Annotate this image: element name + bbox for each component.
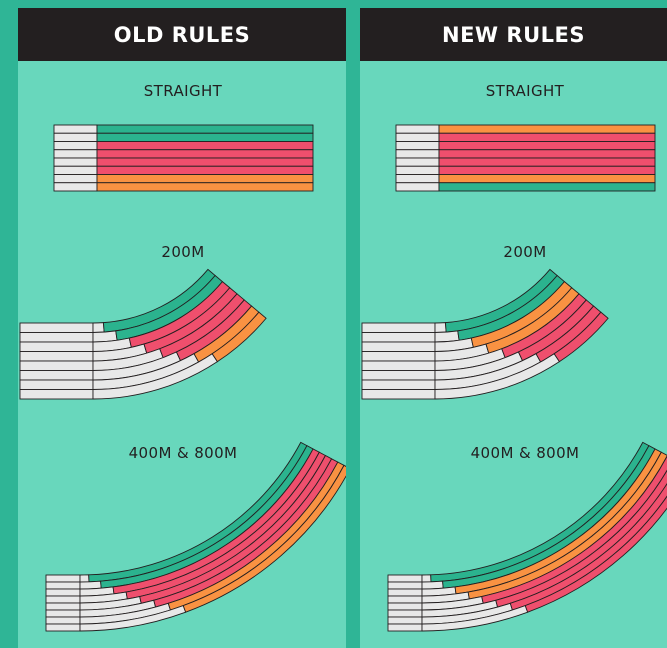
old-rules-title: OLD RULES — [18, 8, 346, 61]
new-rules-title: NEW RULES — [360, 8, 667, 61]
old-400m-800m-start-lane-5 — [45, 602, 81, 611]
old-400m-800m-label: 400M & 800M — [129, 444, 238, 462]
old-straight-start-lane-7 — [53, 174, 98, 184]
old-straight-start-lane-3 — [53, 141, 98, 151]
old-400m-800m-runup-lane-2 — [79, 580, 102, 590]
old-200m-start-lane-4 — [19, 351, 94, 362]
new-400m-800m-start-lane-8 — [387, 623, 423, 632]
new-200m-label: 200M — [503, 243, 546, 261]
new-200m-start-lane-8 — [361, 389, 436, 400]
old-straight-lane-8 — [96, 182, 314, 192]
old-400m-800m-start-lane-3 — [45, 588, 81, 597]
old-400m-800m-start-lane-4 — [45, 595, 81, 604]
new-200m-track — [361, 268, 609, 400]
new-straight-lane-3 — [438, 141, 656, 151]
new-200m-start-lane-5 — [361, 360, 436, 371]
old-400m-800m-track — [45, 441, 346, 632]
old-straight-start-lane-8 — [53, 182, 98, 192]
old-200m-start-lane-1 — [19, 322, 94, 333]
new-200m-start-lane-3 — [361, 341, 436, 352]
old-400m-800m-start-lane-8 — [45, 623, 81, 632]
old-straight-track — [53, 124, 314, 192]
new-straight-label: STRAIGHT — [486, 82, 565, 100]
old-straight-lane-6 — [96, 165, 314, 175]
new-200m-start-lane-6 — [361, 370, 436, 381]
new-straight-start-lane-4 — [395, 149, 440, 159]
new-straight-start-lane-3 — [395, 141, 440, 151]
old-400m-800m-start-lane-2 — [45, 581, 81, 590]
new-straight-lane-8 — [438, 182, 656, 192]
new-straight-lane-5 — [438, 157, 656, 167]
old-rules-panel: OLD RULES STRAIGHT 200M 400M & 800M — [18, 8, 346, 648]
old-200m-runup-lane-1 — [92, 322, 105, 333]
old-straight-start-lane-5 — [53, 157, 98, 167]
new-200m-start-lane-1 — [361, 322, 436, 333]
new-400m-800m-track — [387, 441, 667, 632]
old-200m-track — [19, 268, 267, 400]
new-straight-lane-7 — [438, 174, 656, 184]
new-rules-panel: NEW RULES STRAIGHT 200M 400M & 800M — [360, 8, 667, 648]
new-400m-800m-start-lane-2 — [387, 581, 423, 590]
new-400m-800m-label: 400M & 800M — [471, 444, 580, 462]
new-straight-lane-6 — [438, 165, 656, 175]
new-400m-800m-start-lane-4 — [387, 595, 423, 604]
new-400m-800m-start-lane-1 — [387, 574, 423, 583]
new-straight-start-lane-8 — [395, 182, 440, 192]
old-straight-start-lane-6 — [53, 165, 98, 175]
new-straight-start-lane-2 — [395, 132, 440, 142]
old-straight-start-lane-4 — [53, 149, 98, 159]
old-200m-start-lane-6 — [19, 370, 94, 381]
new-straight-start-lane-7 — [395, 174, 440, 184]
new-200m-start-lane-2 — [361, 332, 436, 343]
new-rules-diagrams: STRAIGHT 200M 400M & 800M — [361, 82, 667, 632]
old-200m-start-lane-2 — [19, 332, 94, 343]
new-400m-800m-start-lane-5 — [387, 602, 423, 611]
new-straight-start-lane-1 — [395, 124, 440, 134]
new-200m-runup-lane-1 — [434, 322, 447, 333]
new-400m-800m-runup-lane-1 — [421, 574, 432, 583]
new-200m-start-lane-7 — [361, 379, 436, 390]
new-200m-start-lane-4 — [361, 351, 436, 362]
new-straight-start-lane-5 — [395, 157, 440, 167]
old-rules-diagrams: STRAIGHT 200M 400M & 800M — [19, 82, 346, 632]
old-200m-lane-8 — [211, 311, 267, 363]
old-straight-start-lane-2 — [53, 132, 98, 142]
old-400m-800m-runup-lane-1 — [79, 574, 90, 583]
old-200m-start-lane-7 — [19, 379, 94, 390]
new-400m-800m-runup-lane-2 — [421, 580, 444, 590]
old-straight-label: STRAIGHT — [144, 82, 223, 100]
old-straight-lane-7 — [96, 174, 314, 184]
old-200m-start-lane-8 — [19, 389, 94, 400]
new-400m-800m-start-lane-7 — [387, 616, 423, 625]
old-200m-start-lane-5 — [19, 360, 94, 371]
old-400m-800m-start-lane-1 — [45, 574, 81, 583]
new-200m-lane-8 — [553, 311, 609, 363]
new-straight-lane-2 — [438, 132, 656, 142]
new-straight-lane-1 — [438, 124, 656, 134]
old-400m-800m-start-lane-6 — [45, 609, 81, 618]
old-straight-lane-5 — [96, 157, 314, 167]
new-straight-track — [395, 124, 656, 192]
new-straight-start-lane-6 — [395, 165, 440, 175]
old-straight-lane-1 — [96, 124, 314, 134]
old-straight-start-lane-1 — [53, 124, 98, 134]
old-straight-lane-2 — [96, 132, 314, 142]
old-200m-start-lane-3 — [19, 341, 94, 352]
new-400m-800m-lane-8 — [524, 495, 667, 613]
old-straight-lane-3 — [96, 141, 314, 151]
old-straight-lane-4 — [96, 149, 314, 159]
new-straight-lane-4 — [438, 149, 656, 159]
new-400m-800m-start-lane-6 — [387, 609, 423, 618]
new-400m-800m-start-lane-3 — [387, 588, 423, 597]
old-400m-800m-start-lane-7 — [45, 616, 81, 625]
old-400m-800m-lane-8 — [182, 464, 346, 613]
old-200m-label: 200M — [161, 243, 204, 261]
